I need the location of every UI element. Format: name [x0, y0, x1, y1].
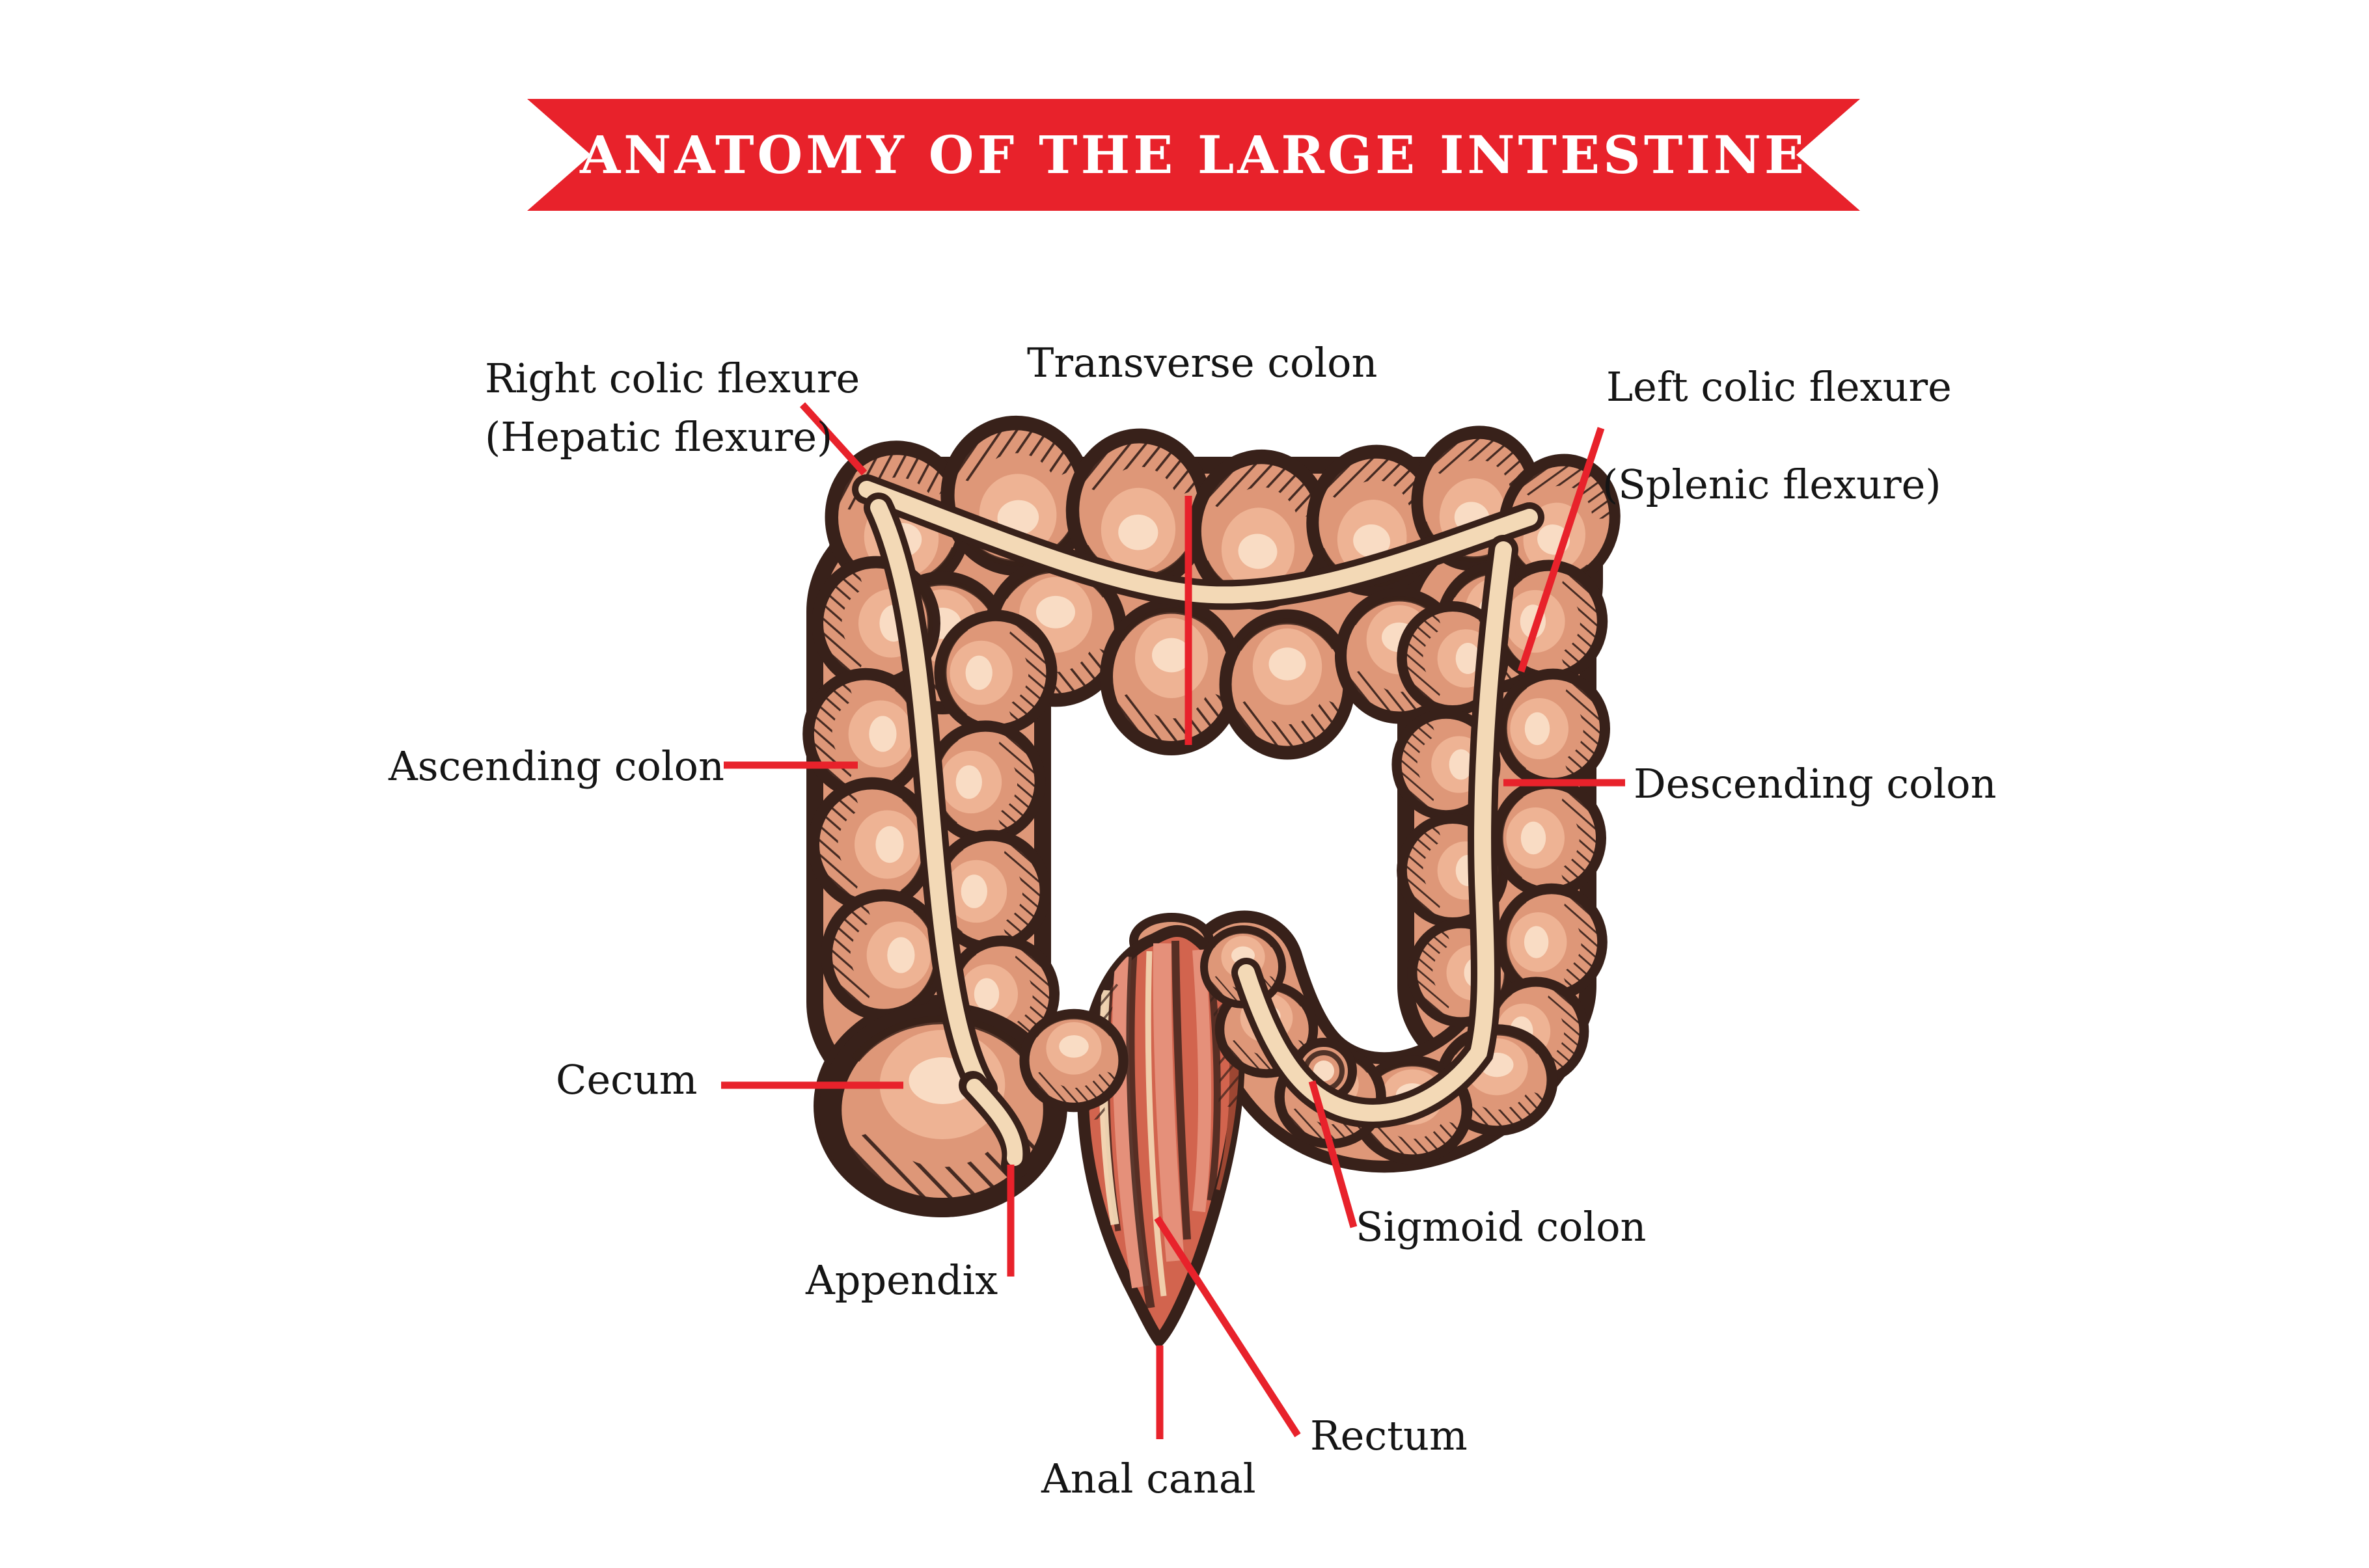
leader-lines	[721, 402, 1625, 1439]
appendix-drawing	[959, 1071, 1031, 1179]
label-descending-colon: Descending colon	[1634, 760, 1997, 807]
left-colic-flexure-leader-line	[1517, 427, 1605, 673]
label-anal-canal: Anal canal	[1041, 1455, 1256, 1502]
label-rectum: Rectum	[1310, 1412, 1468, 1459]
sigmoid-colon-leader-line	[1308, 1080, 1358, 1228]
rectum-leader-line	[1154, 1216, 1301, 1437]
label-left-colic-flexure-line1: Left colic flexure	[1606, 363, 1952, 411]
label-appendix: Appendix	[806, 1256, 998, 1304]
label-transverse-colon: Transverse colon	[1027, 339, 1378, 386]
label-right-colic-flexure-line2: (Hepatic flexure)	[485, 413, 833, 461]
label-left-colic-flexure-line2: (Splenic flexure)	[1602, 461, 1941, 508]
label-sigmoid-colon: Sigmoid colon	[1356, 1203, 1647, 1250]
page-title: ANATOMY OF THE LARGE INTESTINE	[580, 124, 1807, 185]
taenia-coli-bands	[852, 474, 1544, 1128]
right-colic-flexure-leader-line	[799, 402, 868, 476]
label-ascending-colon: Ascending colon	[389, 742, 724, 790]
label-right-colic-flexure-line1: Right colic flexure	[485, 355, 860, 402]
label-cecum: Cecum	[556, 1056, 698, 1103]
title-ribbon-banner: ANATOMY OF THE LARGE INTESTINE	[527, 99, 1860, 211]
